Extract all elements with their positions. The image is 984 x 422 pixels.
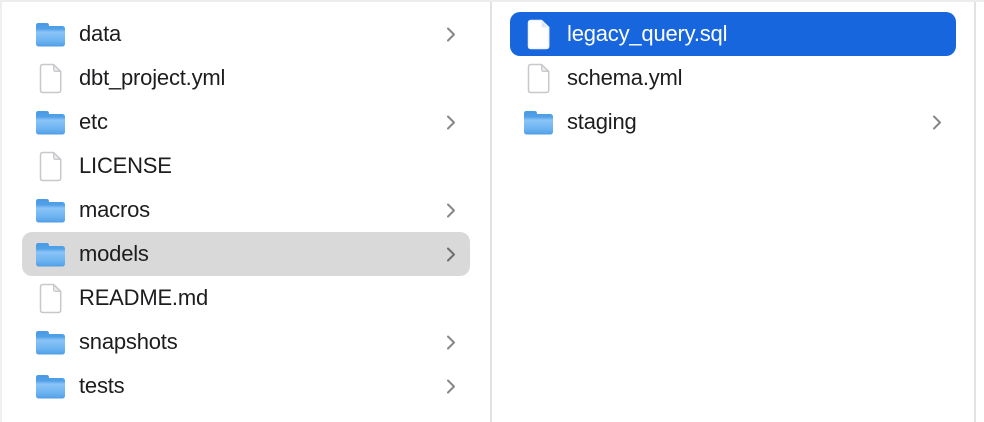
file-row-legacy_query.sql[interactable]: legacy_query.sql (510, 12, 956, 56)
file-label: LICENSE (79, 153, 172, 178)
file-row-README.md[interactable]: README.md (22, 276, 470, 320)
file-row-dbt_project.yml[interactable]: dbt_project.yml (22, 56, 470, 100)
document-icon (34, 281, 67, 315)
folder-icon (34, 369, 67, 403)
chevron-right-icon (446, 26, 456, 43)
folder-icon (34, 237, 67, 271)
folder-icon (34, 17, 67, 51)
file-label: staging (567, 109, 637, 134)
document-icon (522, 61, 555, 95)
chevron-right-icon (932, 114, 942, 131)
document-icon (34, 61, 67, 95)
file-label: macros (79, 197, 150, 222)
file-row-LICENSE[interactable]: LICENSE (22, 144, 470, 188)
chevron-right-icon (446, 114, 456, 131)
folder-icon (34, 105, 67, 139)
file-row-models[interactable]: models (22, 232, 470, 276)
file-label: README.md (79, 285, 208, 310)
chevron-right-icon (446, 202, 456, 219)
file-row-schema.yml[interactable]: schema.yml (510, 56, 956, 100)
file-label: dbt_project.yml (79, 65, 226, 90)
document-icon (522, 17, 555, 51)
file-row-staging[interactable]: staging (510, 100, 956, 144)
folder-icon (522, 105, 555, 139)
folder-icon (34, 325, 67, 359)
file-label: tests (79, 373, 125, 398)
file-column-right: legacy_query.sql schema.yml staging (492, 2, 976, 422)
file-label: data (79, 21, 122, 46)
chevron-right-icon (446, 334, 456, 351)
file-label: legacy_query.sql (567, 21, 728, 46)
file-label: models (79, 241, 149, 266)
folder-icon (34, 193, 67, 227)
file-row-data[interactable]: data (22, 12, 470, 56)
file-row-etc[interactable]: etc (22, 100, 470, 144)
file-row-tests[interactable]: tests (22, 364, 470, 408)
document-icon (34, 149, 67, 183)
file-row-macros[interactable]: macros (22, 188, 470, 232)
chevron-right-icon (446, 246, 456, 263)
chevron-right-icon (446, 378, 456, 395)
file-label: etc (79, 109, 108, 134)
file-label: snapshots (79, 329, 178, 354)
file-label: schema.yml (567, 65, 683, 90)
file-row-snapshots[interactable]: snapshots (22, 320, 470, 364)
